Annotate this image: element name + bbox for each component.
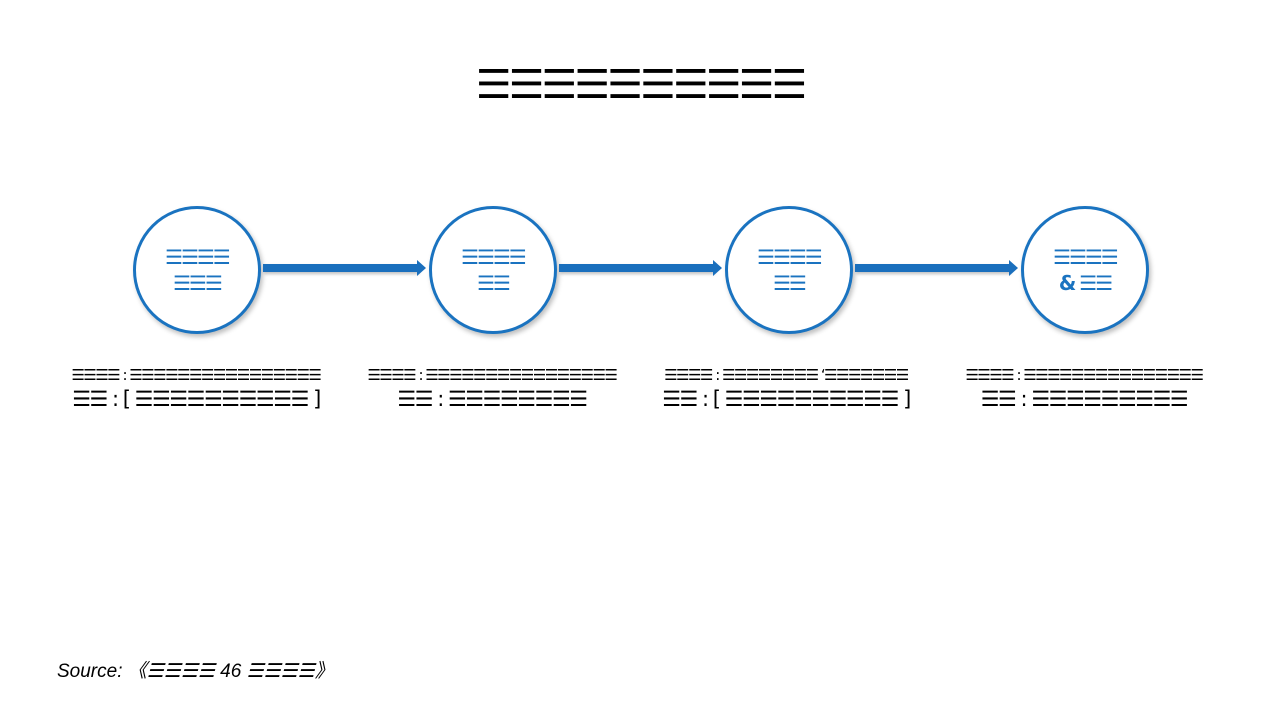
step-circle-2: ☰☰☰☰ ☰☰ xyxy=(429,206,557,334)
caption-line: ☰☰ : ☰☰☰☰☰☰☰☰☰ xyxy=(980,387,1189,411)
caption-line: ☰☰☰☰ : ☰☰☰☰☰☰☰☰☰☰☰☰☰☰☰☰ xyxy=(367,366,618,384)
step-caption-1: ☰☰☰☰ : ☰☰☰☰☰☰☰☰☰☰☰☰☰☰☰☰ ☰☰ : [ ☰☰☰☰☰☰☰☰☰… xyxy=(46,364,346,412)
step-label: ☰☰ xyxy=(773,271,807,295)
step-circle-3: ☰☰☰☰ ☰☰ xyxy=(725,206,853,334)
step-label: ☰☰☰☰ xyxy=(1053,245,1119,269)
step-label: ☰☰ xyxy=(477,271,511,295)
step-circle-4: ☰☰☰☰ & ☰☰ xyxy=(1021,206,1149,334)
step-circle-1: ☰☰☰☰ ☰☰☰ xyxy=(133,206,261,334)
step-caption-3: ☰☰☰☰ : ☰☰☰☰☰☰☰☰ ‘☰☰☰☰☰☰☰ ☰☰ : [ ☰☰☰☰☰☰☰☰… xyxy=(636,364,936,412)
caption-line: ☰☰☰☰ : ☰☰☰☰☰☰☰☰ ‘☰☰☰☰☰☰☰ xyxy=(664,366,909,384)
arrow-2 xyxy=(559,260,722,276)
step-label: ☰☰☰☰ xyxy=(165,245,231,269)
step-label: & ☰☰ xyxy=(1058,271,1113,295)
step-caption-2: ☰☰☰☰ : ☰☰☰☰☰☰☰☰☰☰☰☰☰☰☰☰ ☰☰ : ☰☰☰☰☰☰☰☰ xyxy=(342,364,642,412)
step-label: ☰☰☰☰ xyxy=(757,245,823,269)
caption-line: ☰☰ : [ ☰☰☰☰☰☰☰☰☰☰ ] xyxy=(72,387,321,411)
caption-line: ☰☰ : [ ☰☰☰☰☰☰☰☰☰☰ ] xyxy=(662,387,911,411)
slide-title: ☰☰☰☰☰☰☰☰☰☰ xyxy=(475,62,808,108)
step-caption-4: ☰☰☰☰ : ☰☰☰☰☰☰☰☰☰☰☰☰☰☰☰ ☰☰ : ☰☰☰☰☰☰☰☰☰ xyxy=(934,364,1234,412)
step-label: ☰☰☰☰ xyxy=(461,245,527,269)
caption-line: ☰☰☰☰ : ☰☰☰☰☰☰☰☰☰☰☰☰☰☰☰ xyxy=(965,366,1204,384)
source-note: Source: 《☰☰☰☰ 46 ☰☰☰☰》 xyxy=(57,661,334,682)
step-label: ☰☰☰ xyxy=(173,271,223,295)
caption-line: ☰☰☰☰ : ☰☰☰☰☰☰☰☰☰☰☰☰☰☰☰☰ xyxy=(71,366,322,384)
caption-line: ☰☰ : ☰☰☰☰☰☰☰☰ xyxy=(397,387,588,411)
arrow-1 xyxy=(263,260,426,276)
arrow-3 xyxy=(855,260,1018,276)
